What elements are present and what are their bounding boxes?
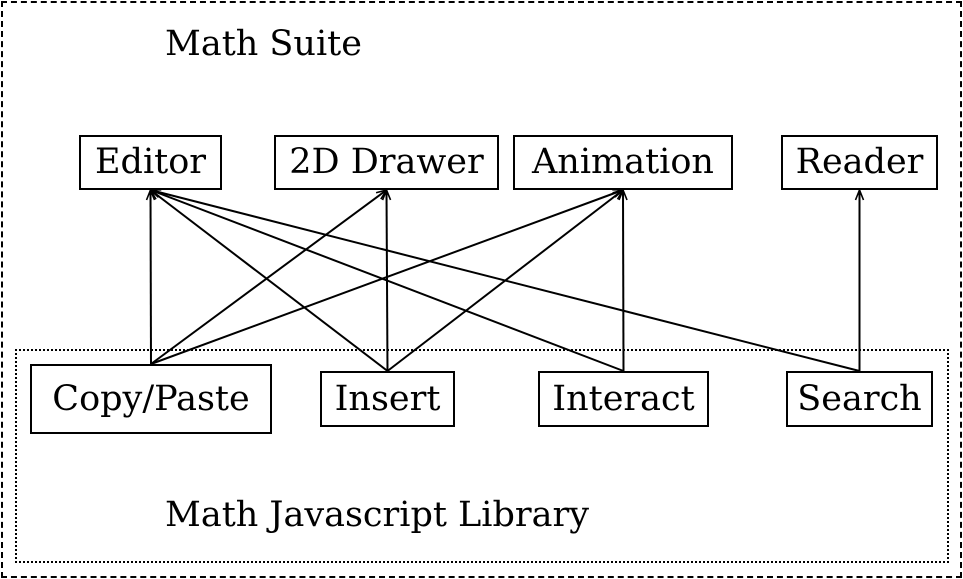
node-search[interactable]: Search [786,371,933,427]
node-editor[interactable]: Editor [79,135,222,190]
math-suite-label: Math Suite [165,24,362,64]
arrow-copy-to-editor [151,190,152,365]
arrow-interact-to-animation [623,190,624,372]
math-library-group [15,349,949,563]
arrow-interact-to-editor [151,190,624,372]
node-interact[interactable]: Interact [538,371,709,427]
node-animation[interactable]: Animation [513,135,733,190]
node-copy-paste[interactable]: Copy/Paste [30,364,272,434]
arrow-insert-to-editor [151,190,389,372]
arrow-search-to-editor [151,190,860,372]
node-insert[interactable]: Insert [320,371,455,427]
node-2d-drawer[interactable]: 2D Drawer [274,135,499,190]
node-reader[interactable]: Reader [781,135,938,190]
math-library-label: Math Javascript Library [165,495,589,535]
arrow-copy-to-drawer [150,190,387,365]
